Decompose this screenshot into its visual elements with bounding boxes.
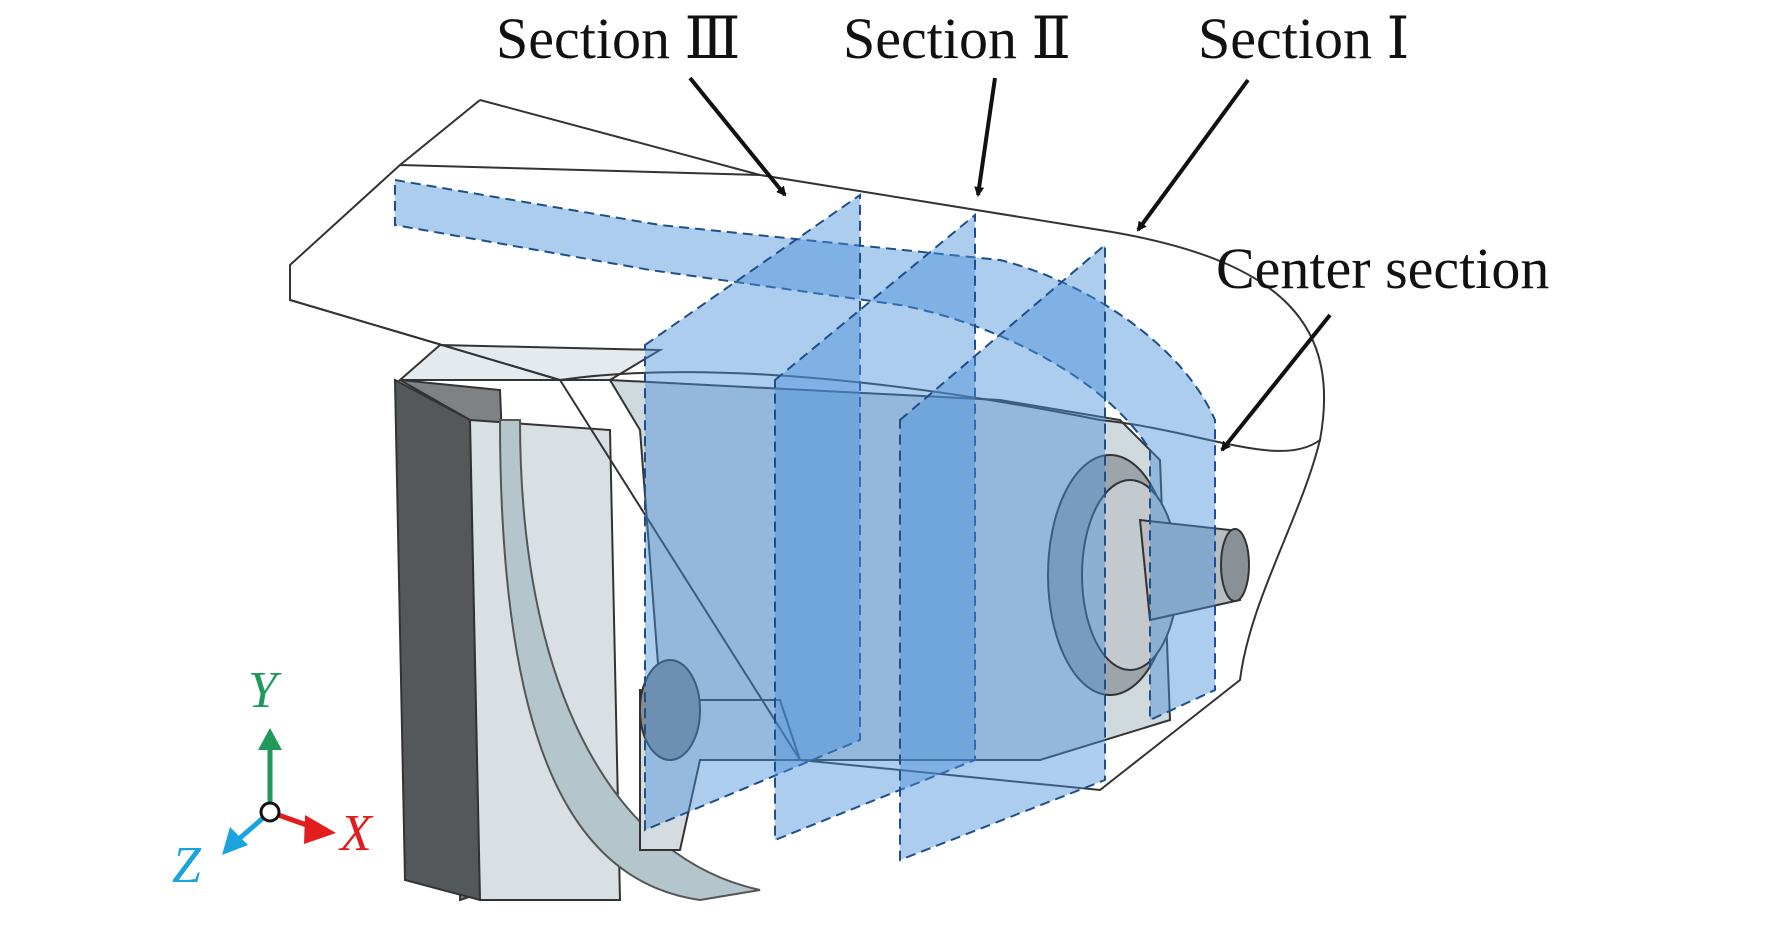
- outer-shell-wireframe: [289, 99, 1326, 792]
- callout-arrows: [688, 76, 1332, 452]
- label-section-1: Section Ⅰ: [1198, 6, 1410, 71]
- arrow-section-2: [974, 77, 997, 197]
- label-center-section: Center section: [1216, 236, 1550, 301]
- axis-triad: [222, 728, 336, 855]
- arrow-section-1: [1136, 78, 1250, 232]
- housing-body: [393, 343, 1250, 902]
- z-axis-arrowhead: [222, 827, 248, 855]
- section-2-plane: [774, 212, 976, 842]
- center-section-plane: [394, 178, 1216, 722]
- arrow-center-section: [1220, 313, 1332, 452]
- label-section-2: Section Ⅱ: [843, 6, 1071, 71]
- axis-label-x: X: [340, 805, 372, 862]
- axis-origin: [259, 801, 281, 823]
- section-1-plane: [899, 242, 1106, 862]
- arrow-section-3: [688, 76, 787, 197]
- section-planes: [394, 178, 1216, 862]
- axis-label-y: Y: [248, 662, 277, 719]
- x-axis-arrowhead: [304, 815, 336, 844]
- label-section-3: Section Ⅲ: [496, 6, 741, 71]
- axis-label-z: Z: [172, 837, 201, 894]
- y-axis-arrowhead: [258, 728, 282, 750]
